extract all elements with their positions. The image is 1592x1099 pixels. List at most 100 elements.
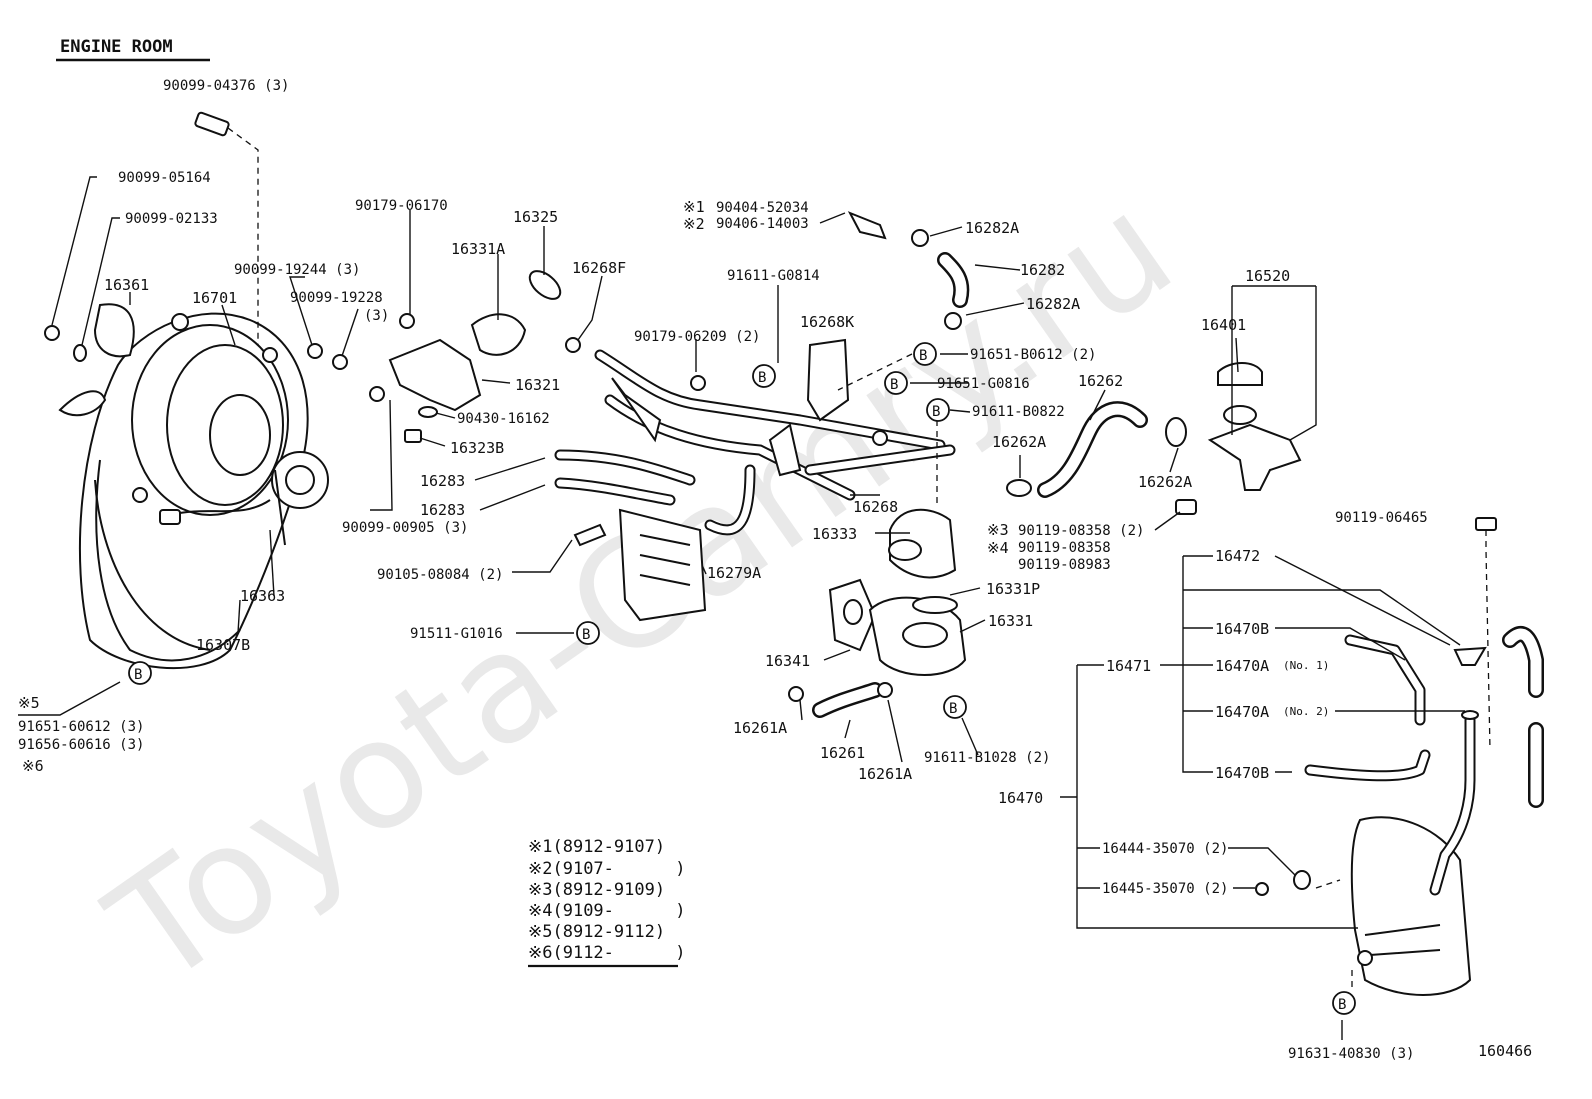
label-16701: 16701 (192, 289, 237, 307)
circle-b-markers: B B B B B B B B (128, 342, 1356, 1015)
label-90099-02133: 90099-02133 (125, 211, 218, 227)
label-90105-08084: 90105-08084 (2) (377, 567, 503, 583)
reservoir-tank (1255, 517, 1544, 996)
svg-text:B: B (1338, 997, 1346, 1013)
label-91631-40830: 91631-40830 (3) (1288, 1046, 1414, 1062)
label-16470b-top: 16470B (1215, 620, 1269, 638)
label-16341: 16341 (765, 652, 810, 670)
label-91656-60616: 91656-60616 (3) (18, 737, 144, 753)
part-labels: 90099-04376 (3) 90099-05164 90099-02133 … (18, 78, 1532, 1062)
svg-text:B: B (932, 404, 940, 420)
label-90179-06209: 90179-06209 (2) (634, 329, 760, 345)
label-16268: 16268 (853, 498, 898, 516)
label-90119-08358-2: 90119-08358 (2) (1018, 523, 1144, 539)
label-91611-b0822: 91611-B0822 (972, 404, 1065, 420)
marker-b-b1028: B (943, 695, 967, 719)
svg-text:B: B (919, 348, 927, 364)
svg-text:B: B (134, 667, 142, 683)
label-16331a: 16331A (451, 240, 505, 258)
svg-text:B: B (582, 627, 590, 643)
label-16401: 16401 (1201, 316, 1246, 334)
label-16307b: 16307B (196, 636, 250, 654)
water-outlet-assembly (388, 270, 581, 443)
label-16470a-2-no: (No. 2) (1283, 705, 1329, 718)
label-90179-06170: 90179-06170 (355, 198, 448, 214)
label-90099-05164: 90099-05164 (118, 170, 211, 186)
label-16283-a: 16283 (420, 472, 465, 490)
label-16262a-b: 16262A (1138, 473, 1192, 491)
radiator-hoses (847, 211, 1197, 515)
label-91651-60612: 91651-60612 (3) (18, 719, 144, 735)
marker-b-b0612: B (913, 342, 937, 366)
label-16444-35070: 16444-35070 (2) (1102, 841, 1228, 857)
svg-text:B: B (890, 377, 898, 393)
label-90119-08983: 90119-08983 (1018, 557, 1111, 573)
label-16333: 16333 (812, 525, 857, 543)
label-16268k: 16268K (800, 313, 854, 331)
label-90430-16162: 90430-16162 (457, 411, 550, 427)
svg-text:B: B (949, 701, 957, 717)
label-16321: 16321 (515, 376, 560, 394)
label-16470a-1-no: (No. 1) (1283, 659, 1329, 672)
leader-lines (18, 176, 1465, 1040)
marker-b-b0822: B (926, 398, 950, 422)
label-16261: 16261 (820, 744, 865, 762)
figure-number: 160466 (1478, 1042, 1532, 1060)
label-90119-08358: 90119-08358 (1018, 540, 1111, 556)
mark-4: ※4 (987, 539, 1009, 557)
mark-2: ※2 (683, 215, 705, 233)
marker-b-g0814: B (752, 364, 776, 388)
label-16325: 16325 (513, 208, 558, 226)
label-16363: 16363 (240, 587, 285, 605)
label-16361: 16361 (104, 276, 149, 294)
label-16283-b: 16283 (420, 501, 465, 519)
label-90099-04376: 90099-04376 (3) (163, 78, 289, 94)
label-16279a: 16279A (707, 564, 761, 582)
label-91511-g1016: 91511-G1016 (410, 626, 503, 642)
marker-b-40830: B (1332, 991, 1356, 1015)
label-16261a-a: 16261A (733, 719, 787, 737)
label-91611-g0814: 91611-G0814 (727, 268, 820, 284)
label-16262: 16262 (1078, 372, 1123, 390)
water-inlet-assembly (788, 508, 967, 718)
label-16282a-bot: 16282A (1026, 295, 1080, 313)
label-16282a-top: 16282A (965, 219, 1019, 237)
label-16472: 16472 (1215, 547, 1260, 565)
label-16282: 16282 (1020, 261, 1065, 279)
fan-shroud-assembly (44, 111, 385, 670)
label-90099-19228-qty: (3) (364, 308, 389, 324)
label-16331: 16331 (988, 612, 1033, 630)
label-16470a-2: 16470A (1215, 703, 1269, 721)
mark-5: ※5 (18, 694, 40, 712)
coolant-pipes (554, 338, 956, 622)
label-16262a-a: 16262A (992, 433, 1046, 451)
label-16470b-bot: 16470B (1215, 764, 1269, 782)
page-title: ENGINE ROOM (60, 37, 173, 57)
label-16471: 16471 (1106, 657, 1151, 675)
label-90119-06465: 90119-06465 (1335, 510, 1428, 526)
label-90404-52034: 90404-52034 (716, 200, 809, 216)
mark-6: ※6 (22, 757, 44, 775)
marker-b-g0816: B (884, 371, 908, 395)
marker-b-shroud: B (128, 661, 152, 685)
mark-3: ※3 (987, 521, 1009, 539)
label-91651-g0816: 91651-G0816 (937, 376, 1030, 392)
label-90099-19244: 90099-19244 (3) (234, 262, 360, 278)
label-91611-b1028: 91611-B1028 (2) (924, 750, 1050, 766)
label-16261a-b: 16261A (858, 765, 912, 783)
applicability-notes: ※1(8912-9107) ※2(9107- ) ※3(8912-9109) ※… (528, 837, 686, 968)
mark-1: ※1 (683, 198, 705, 216)
label-16268f: 16268F (572, 259, 626, 277)
label-90099-00905: 90099-00905 (3) (342, 520, 468, 536)
note-4: ※4(9109- ) (528, 901, 686, 921)
label-16520: 16520 (1245, 267, 1290, 285)
marker-b-g1016: B (576, 621, 600, 645)
label-16323b: 16323B (450, 439, 504, 457)
inline-marks: ※1 ※2 ※3 ※4 ※5 ※6 (18, 198, 1009, 775)
note-3: ※3(8912-9109) (528, 880, 665, 900)
label-16470a-1: 16470A (1215, 657, 1269, 675)
label-16331p: 16331P (986, 580, 1040, 598)
note-5: ※5(8912-9112) (528, 922, 665, 942)
label-16470: 16470 (998, 789, 1043, 807)
